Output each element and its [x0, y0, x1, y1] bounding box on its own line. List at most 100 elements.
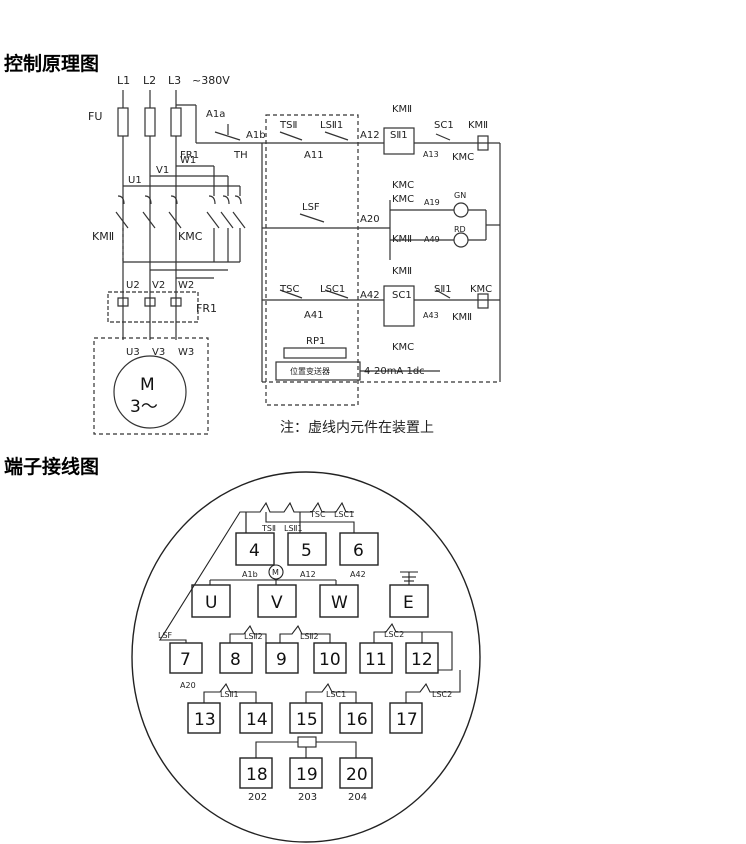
fr1-contact-label: FR1 [180, 150, 199, 161]
terminal-17: 17 [396, 710, 418, 730]
kmo-row2-label: KMⅡ [392, 234, 412, 245]
kmc-main-label: KMC [178, 230, 203, 243]
phase-label-l2: L2 [143, 74, 156, 87]
a20-terminal-label: A20 [180, 681, 196, 690]
kmo-coil-label: KMⅡ [468, 120, 488, 131]
control-diagram-heading: 控制原理图 [4, 53, 100, 75]
terminal-e: E [403, 593, 414, 613]
kmo-row1-top-label: KMⅡ [392, 104, 412, 115]
w3-label: W3 [178, 347, 194, 358]
a13-label: A13 [423, 150, 439, 159]
contact-lso2-b: LSⅡ2 [300, 632, 319, 641]
contact-lsf: LSF [158, 631, 173, 640]
contact-lso2-a: LSⅡ2 [244, 632, 263, 641]
fr1-relay-label: FR1 [196, 302, 217, 315]
terminal-8: 8 [230, 650, 241, 670]
sc1-row1-label: SC1 [434, 120, 454, 131]
lsc1-label: LSC1 [320, 284, 345, 295]
phase-label-l1: L1 [117, 74, 130, 87]
kmc-coil-label: KMC [470, 284, 492, 295]
diagram-note: 注：虚线内元件在装置上 [280, 420, 434, 436]
motor-m-label: M [140, 375, 155, 395]
lso1-label: LSⅡ1 [320, 120, 343, 131]
v1-label: V1 [156, 165, 169, 176]
terminal-5: 5 [301, 541, 312, 561]
rd-lamp-label: RD [454, 225, 466, 234]
a12-label: A12 [360, 130, 380, 141]
kmo-row3-top-label: KMⅡ [392, 266, 412, 277]
contact-tsc: TSC [309, 510, 326, 519]
terminal-18-sub: 202 [248, 792, 267, 803]
rp1-label: RP1 [306, 336, 325, 347]
terminal-14: 14 [246, 710, 268, 730]
motor-symbol: M [272, 568, 279, 577]
a42-label: A42 [360, 290, 380, 301]
a19-label: A19 [424, 198, 440, 207]
terminal-u: U [205, 593, 217, 613]
terminal-w: W [331, 593, 348, 613]
a43-label: A43 [423, 311, 439, 320]
so1-label: SⅡ1 [390, 130, 408, 141]
contact-tso: TSⅡ [261, 524, 276, 533]
contact-lsc2: LSC2 [384, 630, 404, 639]
kmc-row3-bottom-label: KMC [392, 342, 414, 353]
tsc-label: TSC [279, 284, 299, 295]
motor-phase-label: 3～ [130, 397, 158, 417]
terminal-11: 11 [365, 650, 387, 670]
terminal-18: 18 [246, 765, 268, 785]
kmc-row2-label-2: KMC [392, 194, 414, 205]
tso-label: TSⅡ [279, 120, 297, 131]
terminal-diagram-heading: 端子接线图 [4, 456, 100, 478]
kmo-row3-label: KMⅡ [452, 312, 472, 323]
so1-row3-label: SⅡ1 [434, 284, 452, 295]
a11-label: A11 [304, 150, 324, 161]
v2-label: V2 [152, 280, 165, 291]
th-label: TH [233, 150, 248, 161]
a49-label: A49 [424, 235, 440, 244]
kmo-main-label: KMⅡ [92, 230, 114, 243]
kmc-row1-label: KMC [452, 152, 474, 163]
u1-label: U1 [128, 175, 142, 186]
terminal-20-sub: 204 [348, 792, 367, 803]
a1a-label: A1a [206, 109, 225, 120]
w1-label: W1 [180, 155, 196, 166]
terminal-15: 15 [296, 710, 318, 730]
terminal-5-sub: A12 [300, 570, 316, 579]
terminal-9: 9 [276, 650, 287, 670]
terminal-v: V [271, 593, 283, 613]
terminal-10: 10 [319, 650, 341, 670]
v3-label: V3 [152, 347, 165, 358]
voltage-label: ~380V [192, 74, 230, 87]
signal-label: 4-20mA 1dc [364, 366, 425, 377]
fuse-label: FU [88, 110, 102, 123]
terminal-4-sub: A1b [242, 570, 258, 579]
gn-lamp-label: GN [454, 191, 466, 200]
terminal-4: 4 [249, 541, 260, 561]
a41-label: A41 [304, 310, 324, 321]
terminal-13: 13 [194, 710, 216, 730]
terminal-6: 6 [353, 541, 364, 561]
contact-lsc1: LSC1 [334, 510, 354, 519]
contact-lsc1-row4: LSC1 [326, 690, 346, 699]
terminal-20: 20 [346, 765, 368, 785]
sc1-row3-label: SC1 [392, 290, 412, 301]
w2-label: W2 [178, 280, 194, 291]
phase-label-l3: L3 [168, 74, 181, 87]
a1b-label: A1b [246, 130, 266, 141]
u3-label: U3 [126, 347, 140, 358]
contact-lso1-row4: LSⅡ1 [220, 690, 239, 699]
terminal-16: 16 [346, 710, 368, 730]
kmc-row2-label-1: KMC [392, 180, 414, 191]
a20-label: A20 [360, 214, 380, 225]
terminal-19-sub: 203 [298, 792, 317, 803]
terminal-6-sub: A42 [350, 570, 366, 579]
contact-lsc2-row4: LSC2 [432, 690, 452, 699]
transmitter-label: 位置变送器 [290, 366, 330, 376]
terminal-19: 19 [296, 765, 318, 785]
contact-lso1: LSⅡ1 [284, 524, 303, 533]
lsf-label: LSF [302, 202, 320, 213]
terminal-7: 7 [180, 650, 191, 670]
terminal-12: 12 [411, 650, 433, 670]
